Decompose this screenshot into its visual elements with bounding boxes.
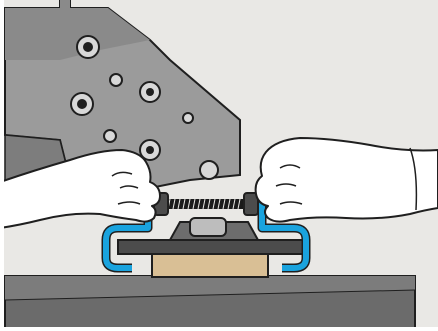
bottom-border (0, 327, 438, 331)
hole-icon (110, 74, 122, 86)
hole-icon (104, 130, 116, 142)
wood-block (152, 252, 268, 277)
hole-icon (200, 161, 218, 179)
hole-icon (183, 113, 193, 123)
machine-table (5, 276, 415, 331)
hole-icon (77, 99, 87, 109)
hole-icon (83, 42, 93, 52)
left-border (0, 0, 4, 331)
hole-icon (146, 146, 154, 154)
hole-icon (146, 88, 154, 96)
